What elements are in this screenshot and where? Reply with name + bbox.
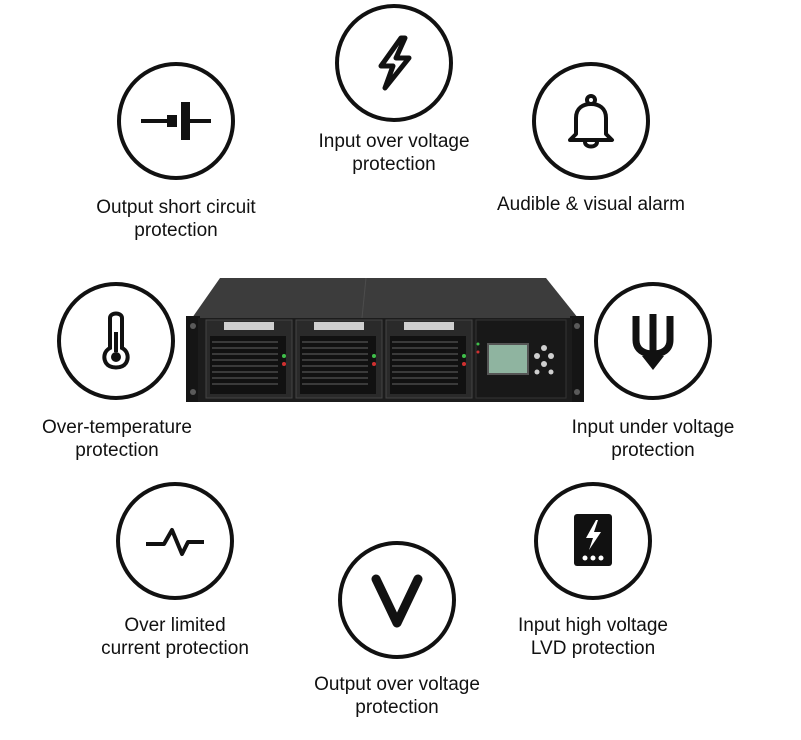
- over-temperature-label: Over-temperature protection: [42, 417, 192, 461]
- output-over-voltage-label: Output over voltage protection: [314, 674, 480, 718]
- short-circuit-icon: [141, 102, 211, 140]
- current-pulse-icon: [146, 528, 204, 556]
- thermometer-icon: [102, 311, 130, 370]
- output-short-circuit-label: Output short circuit protection: [96, 197, 256, 241]
- input-over-voltage-circle: [335, 4, 453, 122]
- input-under-voltage-label: Input under voltage protection: [571, 417, 735, 461]
- rectifier-device-image: [186, 277, 584, 402]
- input-under-voltage-circle: [594, 282, 712, 400]
- input-high-voltage-lvd-label: Input high voltage LVD protection: [517, 615, 668, 659]
- rectifier-module-1: [205, 319, 293, 399]
- over-limited-current-circle: [116, 482, 234, 600]
- rectifier-module-2: [295, 319, 383, 399]
- battery-bolt-icon: [574, 514, 612, 566]
- output-over-voltage-circle: [338, 541, 456, 659]
- down-arrow-fork-icon: [632, 314, 674, 370]
- audible-visual-alarm-circle: [532, 62, 650, 180]
- input-over-voltage-label: Input over voltage protection: [318, 131, 470, 175]
- keypad-icon: [534, 345, 554, 375]
- audible-visual-alarm-label: Audible & visual alarm: [497, 194, 685, 215]
- input-high-voltage-lvd-circle: [534, 482, 652, 600]
- rectifier-module-3: [385, 319, 473, 399]
- bell-icon: [568, 94, 614, 149]
- controller-panel: [475, 319, 567, 399]
- over-limited-current-label: Over limited current protection: [101, 615, 249, 659]
- lightning-bolt-icon: [378, 35, 412, 91]
- volt-v-icon: [371, 574, 423, 628]
- output-short-circuit-circle: [117, 62, 235, 180]
- over-temperature-circle: [57, 282, 175, 400]
